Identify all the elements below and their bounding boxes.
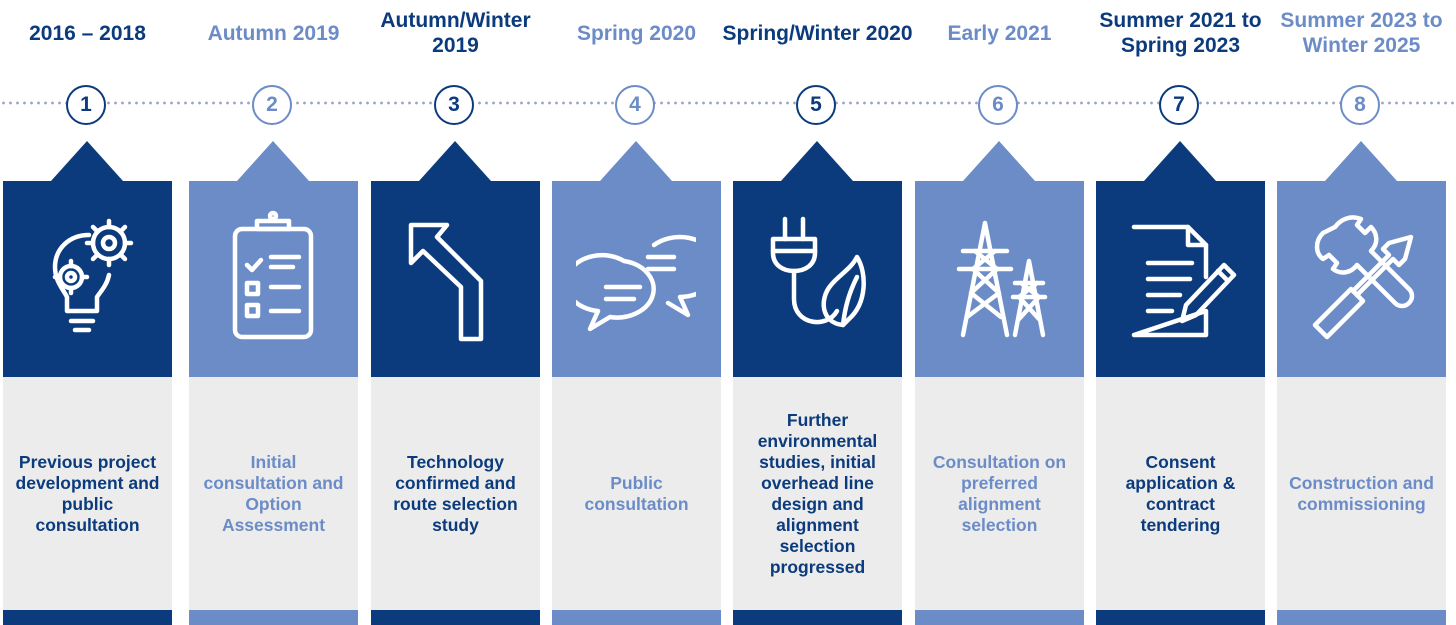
stage-number-badge: 5 bbox=[796, 85, 836, 125]
stage-number-badge: 4 bbox=[615, 85, 655, 125]
stage-description-box: Public consultation bbox=[552, 377, 721, 610]
clipboard-checklist-icon bbox=[232, 210, 314, 340]
stage-date: Autumn 2019 bbox=[207, 21, 340, 45]
icon-panel bbox=[3, 181, 172, 377]
pointer-triangle bbox=[1144, 141, 1216, 181]
stage-description-box: Consultation on preferred alignment sele… bbox=[915, 377, 1084, 610]
stage-number-badge: 7 bbox=[1159, 85, 1199, 125]
stage-description-box: Initial consultation and Option Assessme… bbox=[189, 377, 358, 610]
stage-footer-bar bbox=[371, 610, 540, 625]
stage-footer-bar bbox=[1277, 610, 1446, 625]
stage-number-badge: 6 bbox=[978, 85, 1018, 125]
stage-footer-bar bbox=[552, 610, 721, 625]
lightbulb-gears-icon bbox=[52, 218, 134, 333]
icon-panel bbox=[915, 181, 1084, 377]
icon-panel bbox=[1277, 181, 1446, 377]
pointer-triangle bbox=[237, 141, 309, 181]
timeline-stage-1: 2016 – 2018 1 bbox=[3, 0, 172, 625]
stage-date: Early 2021 bbox=[947, 21, 1052, 45]
timeline-stage-2: Autumn 2019 2 Initial consultation and O… bbox=[189, 0, 358, 625]
stage-date: 2016 – 2018 bbox=[29, 21, 146, 45]
stage-number-badge: 8 bbox=[1340, 85, 1380, 125]
stage-description-box: Previous project development and public … bbox=[3, 377, 172, 610]
stage-description: Further environmental studies, initial o… bbox=[757, 409, 878, 577]
stage-description: Construction and commissioning bbox=[1289, 472, 1434, 514]
stage-description: Previous project development and public … bbox=[15, 451, 160, 535]
stage-date: Summer 2021 to Spring 2023 bbox=[1099, 9, 1262, 57]
icon-panel bbox=[1096, 181, 1265, 377]
timeline-stage-7: Summer 2021 to Spring 2023 7 Consent app… bbox=[1096, 0, 1265, 625]
route-arrow-icon bbox=[408, 222, 484, 342]
stage-date: Autumn/Winter 2019 bbox=[380, 9, 531, 57]
timeline-dotted-line bbox=[0, 101, 1456, 105]
stage-date: Summer 2023 to Winter 2025 bbox=[1280, 9, 1443, 57]
stage-number-badge: 2 bbox=[252, 85, 292, 125]
stage-footer-bar bbox=[3, 610, 172, 625]
stage-description: Technology confirmed and route selection… bbox=[393, 451, 518, 535]
stage-date: Spring 2020 bbox=[576, 21, 697, 45]
pylons-icon bbox=[956, 220, 1048, 338]
stage-footer-bar bbox=[915, 610, 1084, 625]
document-pen-icon bbox=[1131, 224, 1237, 338]
stage-description-box: Further environmental studies, initial o… bbox=[733, 377, 902, 610]
stage-description-box: Technology confirmed and route selection… bbox=[371, 377, 540, 610]
icon-panel bbox=[552, 181, 721, 377]
stage-description-box: Consent application & contract tendering bbox=[1096, 377, 1265, 610]
timeline-stage-6: Early 2021 6 Consultation on preferred a… bbox=[915, 0, 1084, 625]
stage-description: Consent application & contract tendering bbox=[1125, 451, 1236, 535]
icon-panel bbox=[189, 181, 358, 377]
stage-date: Spring/Winter 2020 bbox=[722, 21, 913, 45]
stage-footer-bar bbox=[1096, 610, 1265, 625]
pointer-triangle bbox=[781, 141, 853, 181]
icon-panel bbox=[371, 181, 540, 377]
pointer-triangle bbox=[600, 141, 672, 181]
stage-description: Public consultation bbox=[584, 472, 689, 514]
stage-footer-bar bbox=[189, 610, 358, 625]
timeline-stage-5: Spring/Winter 2020 5 Further environment… bbox=[722, 0, 913, 625]
timeline-stage-4: Spring 2020 4 Public consultation bbox=[552, 0, 721, 625]
stage-description: Initial consultation and Option Assessme… bbox=[203, 451, 344, 535]
stage-number-badge: 1 bbox=[66, 85, 106, 125]
pointer-triangle bbox=[51, 141, 123, 181]
timeline-stage-3: Autumn/Winter 2019 3 Technology confirme… bbox=[371, 0, 540, 625]
wrench-screwdriver-icon bbox=[1312, 215, 1415, 340]
icon-panel bbox=[733, 181, 902, 377]
timeline-stage-8: Summer 2023 to Winter 2025 8 Constructio… bbox=[1277, 0, 1446, 625]
pointer-triangle bbox=[963, 141, 1035, 181]
pointer-triangle bbox=[1325, 141, 1397, 181]
stage-number-badge: 3 bbox=[434, 85, 474, 125]
pointer-triangle bbox=[419, 141, 491, 181]
stage-description-box: Construction and commissioning bbox=[1277, 377, 1446, 610]
plug-leaf-icon bbox=[770, 216, 866, 328]
stage-footer-bar bbox=[733, 610, 902, 625]
speech-bubbles-icon bbox=[576, 234, 696, 332]
stage-description: Consultation on preferred alignment sele… bbox=[932, 451, 1067, 535]
